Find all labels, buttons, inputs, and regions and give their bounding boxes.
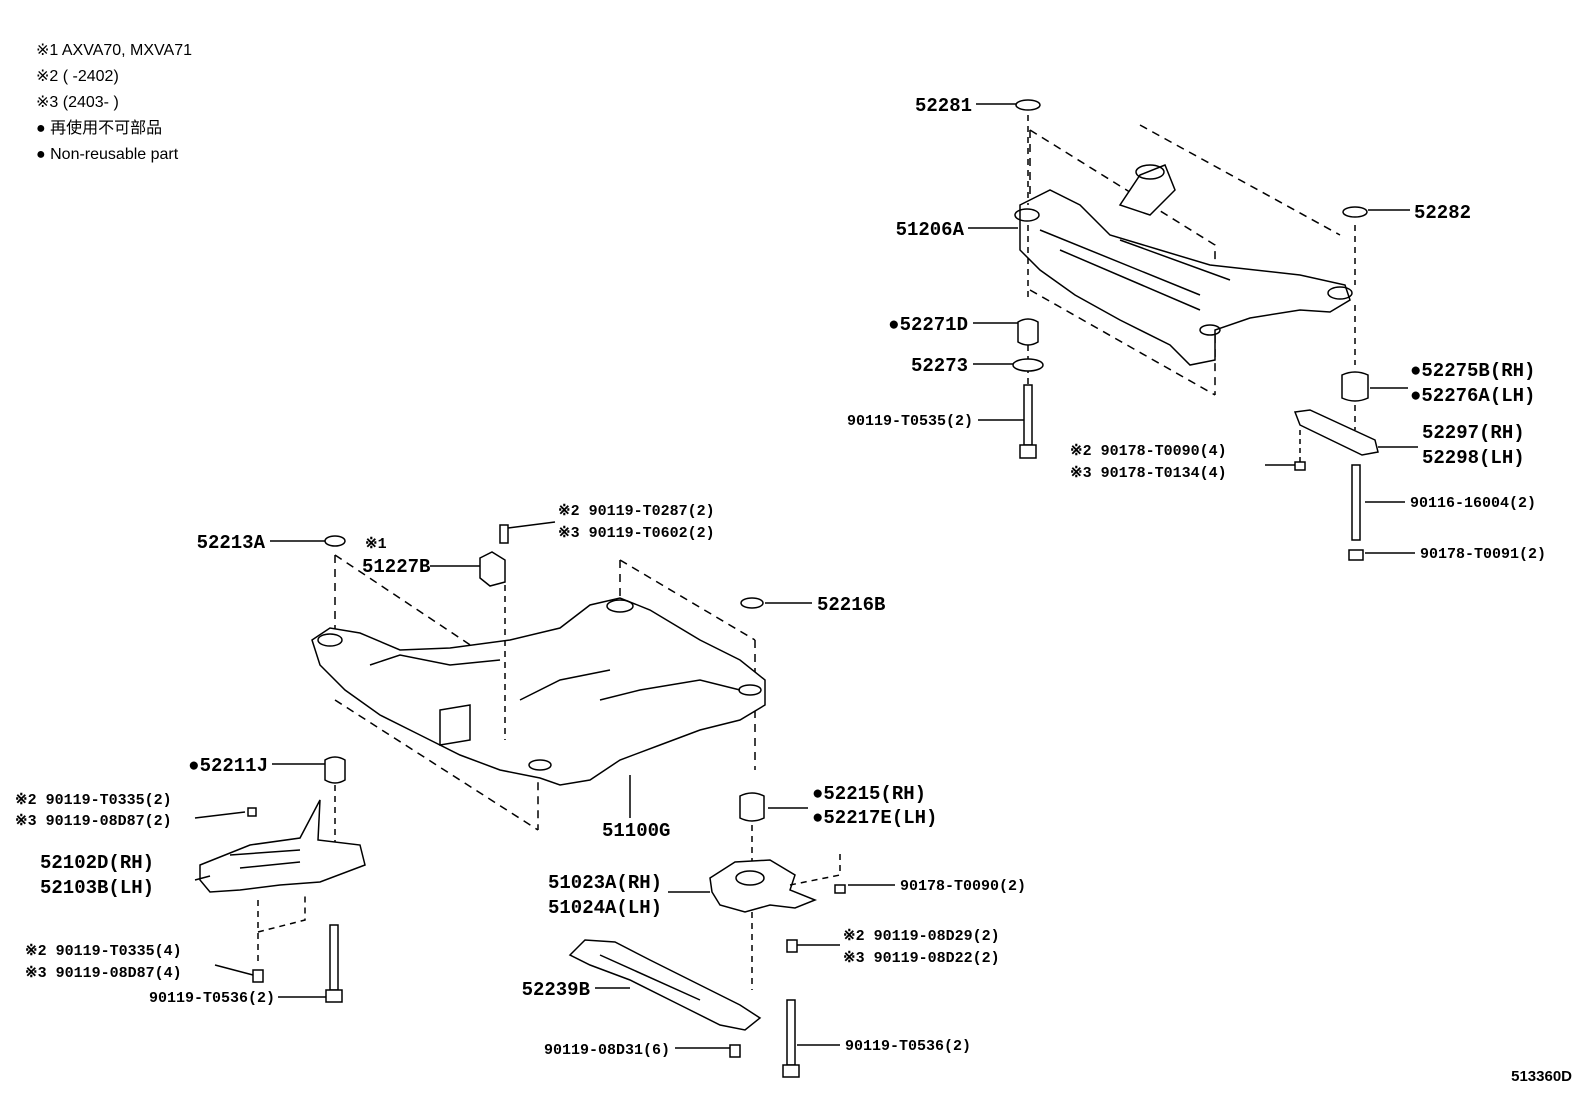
label-51206A: 51206A	[896, 219, 965, 241]
rear-crossmember-drawing	[968, 99, 1418, 561]
label-90119-08D31: 90119-08D31(6)	[544, 1042, 670, 1059]
label-90119-08D87-4: ※3 90119-08D87(4)	[25, 965, 182, 982]
label-51100G: 51100G	[602, 820, 670, 842]
label-90119-08D29: ※2 90119-08D29(2)	[843, 928, 1000, 945]
label-52271D: ●52271D	[888, 314, 968, 336]
legend: ※1 AXVA70, MXVA71 ※2 ( -2402) ※3 (2403- …	[36, 38, 192, 168]
label-52275B: ●52275B(RH)	[1410, 360, 1535, 382]
legend-line-2: ※2 ( -2402)	[36, 68, 119, 85]
label-90119-08D22: ※3 90119-08D22(2)	[843, 950, 1000, 967]
label-90178-T0091: 90178-T0091(2)	[1420, 546, 1546, 563]
label-90178-T0134: ※3 90178-T0134(4)	[1070, 465, 1227, 482]
front-crossmember-drawing	[194, 521, 895, 1078]
label-52298: 52298(LH)	[1422, 447, 1525, 469]
label-52297: 52297(RH)	[1422, 422, 1525, 444]
part-labels: 52281 51206A 52282 ●52271D 52273 90119-T…	[15, 95, 1546, 1059]
label-52281: 52281	[915, 95, 972, 117]
label-90119-T0335-2: ※2 90119-T0335(2)	[15, 792, 172, 809]
label-52239B: 52239B	[522, 979, 590, 1001]
label-52273: 52273	[911, 355, 968, 377]
label-51227B: 51227B	[362, 556, 430, 578]
label-52217E: ●52217E(LH)	[812, 807, 937, 829]
label-90119-T0535: 90119-T0535(2)	[847, 413, 973, 430]
label-90119-T0335-4: ※2 90119-T0335(4)	[25, 943, 182, 960]
legend-line-1: ※1 AXVA70, MXVA71	[36, 42, 193, 59]
legend-line-5: ● Non-reusable part	[36, 146, 179, 163]
label-90116-16004: 90116-16004(2)	[1410, 495, 1536, 512]
label-90119-T0536-right: 90119-T0536(2)	[845, 1038, 971, 1055]
legend-line-3: ※3 (2403- )	[36, 94, 119, 111]
label-90119-08D87-2: ※3 90119-08D87(2)	[15, 813, 172, 830]
label-52103B: 52103B(LH)	[40, 877, 154, 899]
label-90119-T0602: ※3 90119-T0602(2)	[558, 525, 715, 542]
label-90178-T0090-2: 90178-T0090(2)	[900, 878, 1026, 895]
legend-line-4: ● 再使用不可部品	[36, 120, 163, 137]
label-52216B: 52216B	[817, 594, 885, 616]
label-52211J: ●52211J	[188, 755, 268, 777]
label-52215: ●52215(RH)	[812, 783, 926, 805]
label-52282: 52282	[1414, 202, 1471, 224]
figure-reference: 513360D	[1511, 1068, 1572, 1085]
label-52276A: ●52276A(LH)	[1410, 385, 1535, 407]
label-90119-T0287: ※2 90119-T0287(2)	[558, 503, 715, 520]
label-52213A: 52213A	[197, 532, 266, 554]
label-51024A: 51024A(LH)	[548, 897, 662, 919]
label-51227B-note: ※1	[365, 536, 387, 553]
label-52102D: 52102D(RH)	[40, 852, 154, 874]
label-90119-T0536-left: 90119-T0536(2)	[149, 990, 275, 1007]
label-90178-T0090-4: ※2 90178-T0090(4)	[1070, 443, 1227, 460]
label-51023A: 51023A(RH)	[548, 872, 662, 894]
